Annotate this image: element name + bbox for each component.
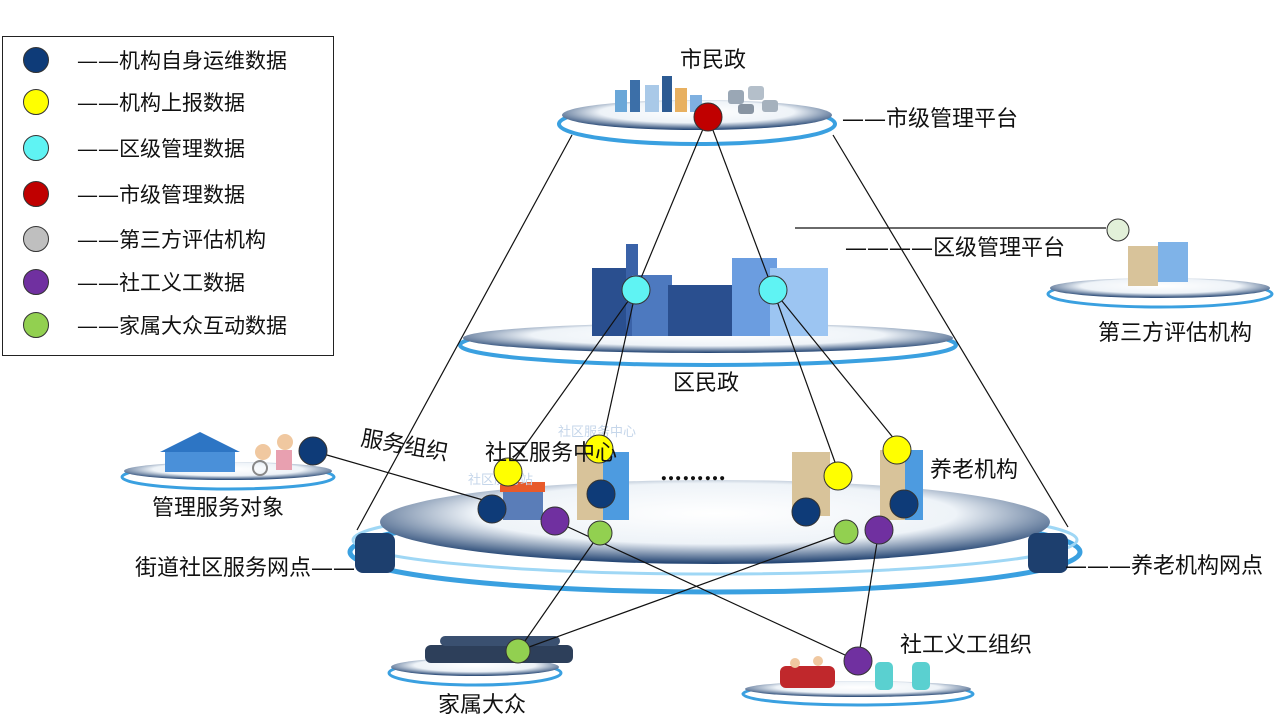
social-work-dot [843,646,873,676]
district-buildings-icon [592,244,828,336]
legend-item-district: ——区级管理数据 [23,131,245,165]
legend-label: ——社工义工数据 [77,271,245,295]
social-workers-icon [780,656,930,690]
green-dot-icon [23,312,49,338]
legend: ——机构自身运维数据 ——机构上报数据 ——区级管理数据 ——市级管理数据 ——… [2,36,334,356]
right-cap-icon [1028,533,1068,573]
legend-label: ——市级管理数据 [77,183,245,207]
red-dot-icon [23,181,49,207]
institution-report-dot [823,461,853,491]
platform-family [387,658,563,687]
platform-service-objects [120,462,336,491]
legend-item-third-party: ——第三方评估机构 [23,222,266,256]
left-cap-icon [355,533,395,573]
platform-city [557,100,837,146]
district-data-dot [621,275,651,305]
family-crowd-icon [425,636,573,663]
label-city-civil: 市民政 [680,48,746,73]
store-icon [500,482,545,520]
institution-ops-dot [477,494,507,524]
social-work-dot [864,515,894,545]
watermark-center: 社区服务中心 [558,424,636,440]
social-work-dot [540,506,570,536]
family-dot [587,520,613,546]
institution-ops-dot [889,489,919,519]
institution-report-dot [584,434,614,464]
connection-lines [312,116,1106,662]
label-family-public: 家属大众 [438,693,526,718]
legend-item-institution-ops: ——机构自身运维数据 [23,43,287,77]
third-party-data-dot [1106,218,1130,242]
legend-item-institution-report: ——机构上报数据 [23,85,245,119]
community-center-building-icon [577,446,629,520]
label-third-party: 第三方评估机构 [1098,321,1252,346]
institution-ops-dot [298,436,328,466]
institution-ops-dot [586,479,616,509]
third-party-building-icon [1128,242,1188,286]
legend-item-family: ——家属大众互动数据 [23,308,287,342]
legend-label: ——家属大众互动数据 [77,314,287,338]
purple-dot-icon [23,269,49,295]
city-data-dot [693,102,723,132]
legend-label: ——机构上报数据 [77,91,245,115]
legend-label: ——区级管理数据 [77,137,245,161]
label-service-org: 服务组织 [359,426,450,466]
label-district-civil: 区民政 [673,371,739,396]
label-elderly-institution: 养老机构 [930,458,1018,483]
family-dot [505,638,531,664]
label-elderly-points: ———养老机构网点 [1065,554,1263,579]
legend-item-city: ——市级管理数据 [23,177,245,211]
legend-item-social-work: ——社工义工数据 [23,265,245,299]
platform-district [458,323,958,367]
watermark-station: 社区服务站 [468,472,533,488]
cyan-dot-icon [23,135,49,161]
label-street-points: 街道社区服务网点—— [135,556,355,581]
institution-report-dot [493,457,523,487]
label-service-objects: 管理服务对象 [152,496,284,521]
family-dot [833,519,859,545]
elderly-buildings-icon [792,450,923,520]
label-city-platform: ——市级管理平台 [842,107,1018,132]
legend-label: ——第三方评估机构 [77,228,266,252]
platform-third-party [1046,278,1274,309]
legend-label: ——机构自身运维数据 [77,49,287,73]
city-buildings-icon [615,76,778,114]
yellow-dot-icon [23,89,49,115]
label-district-platform: ————区级管理平台 [845,236,1065,261]
gray-dot-icon [23,226,49,252]
platform-community [347,480,1083,595]
institution-report-dot [882,435,912,465]
label-community-center: 社区服务中心 [485,441,617,466]
platform-social-workers [741,681,975,707]
district-data-dot [758,275,788,305]
label-social-workers: 社工义工组织 [900,633,1032,658]
service-objects-icon [160,432,293,476]
institution-ops-dot [791,497,821,527]
navy-dot-icon [23,47,49,73]
label-ellipsis: ……… [660,460,726,486]
